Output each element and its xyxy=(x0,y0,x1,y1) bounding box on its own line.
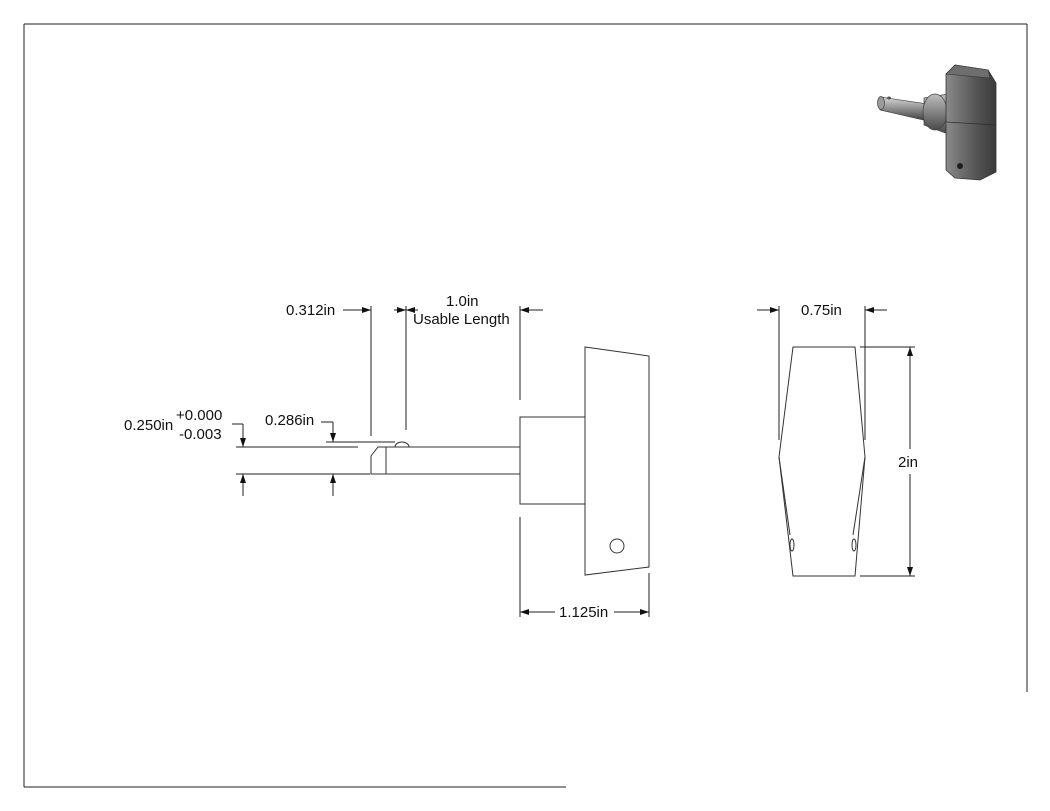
dim-body-length: 1.125in xyxy=(559,604,608,621)
detent-ball xyxy=(394,441,410,448)
handle-front-slot-right xyxy=(851,538,857,552)
dim-usable-length-label: Usable Length xyxy=(413,311,510,328)
pin-rod xyxy=(385,446,521,475)
side-view-part xyxy=(370,346,650,576)
dim-ball-diameter: 0.286in xyxy=(265,412,314,429)
dim-handle-height: 2in xyxy=(898,454,918,471)
dim-rod-tol-plus: +0.000 xyxy=(176,407,222,424)
handle-front-slot-left xyxy=(789,538,795,552)
side-view-labels: 0.312in 1.0in Usable Length 0.250in +0.0… xyxy=(124,293,608,621)
dim-rod-tol-minus: -0.003 xyxy=(179,426,222,443)
pin-tip xyxy=(370,446,387,475)
sheet-border xyxy=(23,23,1028,788)
dim-rod-diameter: 0.250in xyxy=(124,417,173,434)
collar-body xyxy=(519,416,586,505)
pin-3d-render-thumbnail xyxy=(877,64,997,181)
dim-handle-width: 0.75in xyxy=(801,302,842,319)
front-view-dimensions xyxy=(757,306,915,577)
front-view-labels: 0.75in 2in xyxy=(801,302,918,471)
front-view-part xyxy=(778,346,866,577)
dim-ball-offset: 0.312in xyxy=(286,302,335,319)
handle-hole xyxy=(609,538,625,554)
dim-usable-length-value: 1.0in xyxy=(446,293,479,310)
side-view-dimensions xyxy=(232,306,650,617)
